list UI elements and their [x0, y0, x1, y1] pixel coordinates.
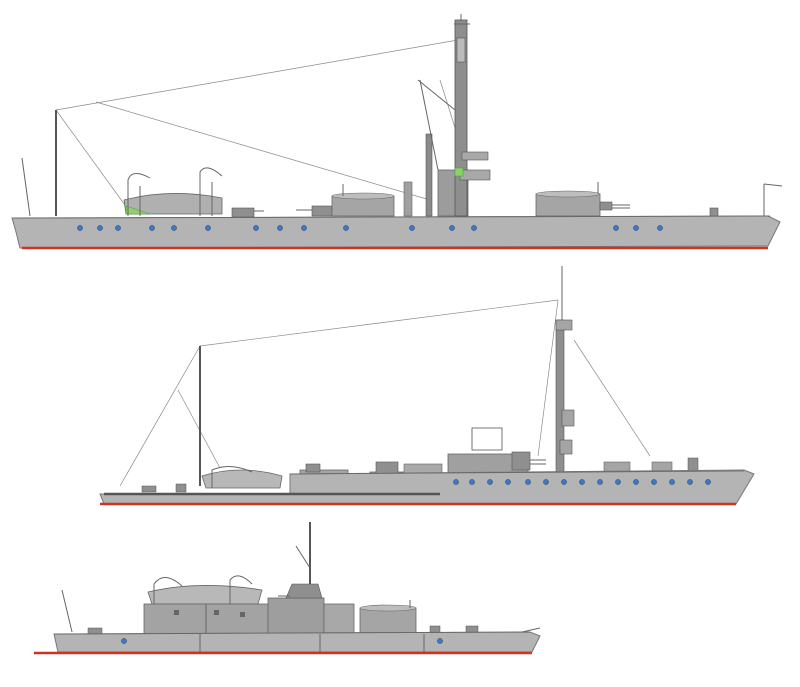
turret-bottom — [359, 600, 417, 635]
stern-flagstaff — [21, 157, 31, 217]
stern-flagstaff-bottom — [61, 589, 73, 633]
gun-mount-2 — [311, 205, 333, 217]
gun-mount-1 — [231, 207, 255, 218]
lifeboat-bottom — [147, 575, 263, 605]
bridge-mast-top — [403, 14, 491, 217]
ship-profile-middle — [99, 266, 755, 506]
lifeboat-top — [123, 167, 223, 216]
turret-top-1 — [331, 184, 395, 217]
turret-top-2 — [535, 182, 630, 217]
bow-crane — [709, 183, 783, 218]
portholes-middle — [453, 479, 711, 485]
bridge-bottom — [267, 522, 355, 635]
portholes-top — [77, 225, 663, 231]
ship-profile-bottom — [34, 522, 541, 655]
deckhouse-bottom — [143, 603, 269, 635]
mast-middle-main — [555, 266, 575, 477]
hull-bottom — [53, 631, 541, 653]
portholes-bottom — [121, 638, 443, 644]
ship-profile-top — [11, 14, 783, 250]
rigging-middle — [119, 299, 651, 487]
hull-top — [11, 215, 781, 249]
rigging-top — [55, 39, 463, 213]
hull-middle — [99, 469, 755, 505]
lifeboat-middle — [201, 466, 283, 489]
